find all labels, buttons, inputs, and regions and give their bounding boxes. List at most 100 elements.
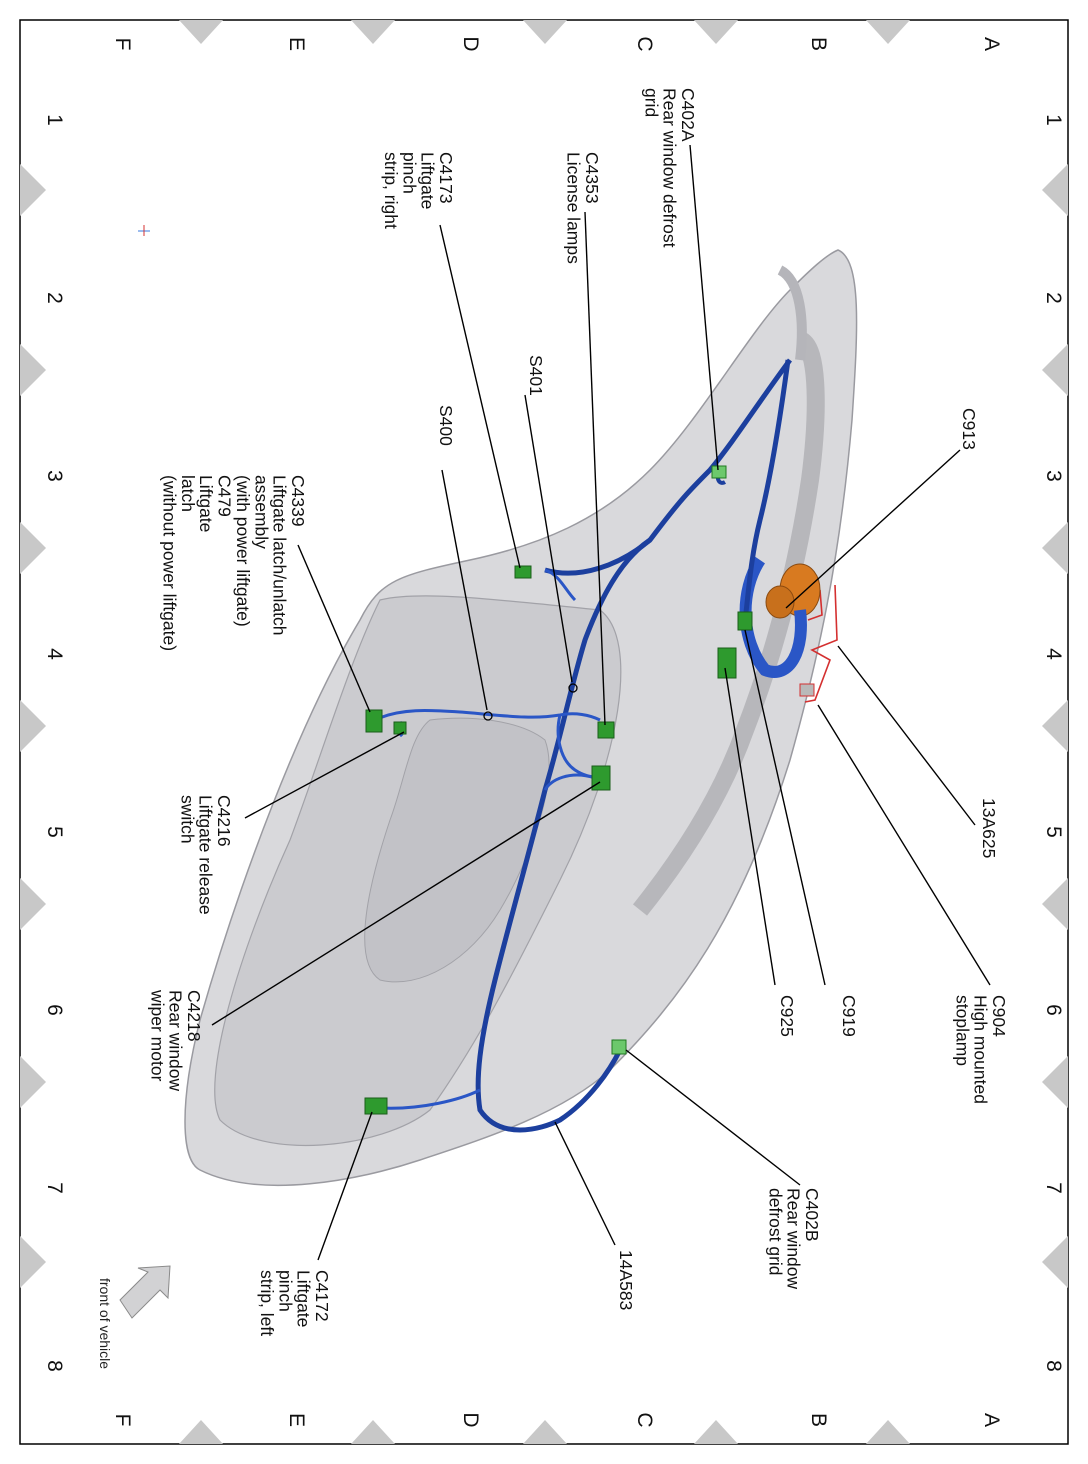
- 14a583-label-line: 14A583: [616, 1250, 636, 1310]
- c913-label: C913: [959, 408, 979, 450]
- leader-c4216: [244, 731, 405, 819]
- callout-c402b: C402BRear windowdefrost grid: [765, 1188, 822, 1290]
- c904-label-line: stoplamp: [952, 995, 972, 1066]
- leader-c4339: [297, 544, 371, 713]
- 13a625-label: 13A625: [979, 798, 999, 858]
- grid-row-label: A: [980, 1413, 1003, 1427]
- leader-c4172: [317, 1111, 373, 1261]
- harness-wiper-loop: [543, 773, 596, 791]
- leader-s400: [441, 469, 488, 711]
- origin-marker: [138, 225, 150, 236]
- harness-main-trunk: [475, 537, 652, 1133]
- s401-label-line: S401: [526, 355, 546, 396]
- harness-c4172-branch: [379, 1088, 481, 1110]
- leader-14a583: [554, 1121, 616, 1246]
- harness-upper-branch: [742, 359, 791, 621]
- grid-column-label: 2: [43, 292, 66, 304]
- grid-column-label: 5: [43, 826, 66, 838]
- c402a-label: C402ARear window defrostgrid: [641, 88, 698, 248]
- c4339-label-line: latch: [178, 475, 198, 512]
- grid-row-label: D: [459, 1412, 482, 1427]
- callout-s400: S400: [436, 405, 456, 446]
- liftgate-recess: [364, 717, 550, 983]
- c4172-label-line: Liftgate: [294, 1270, 314, 1327]
- 13a625-label-line: 13A625: [979, 798, 999, 858]
- grid-row-label: E: [285, 1413, 308, 1427]
- s400-label: S400: [436, 405, 456, 446]
- harness-latch-branch: [374, 708, 601, 722]
- c4173-label-line: strip, right: [381, 152, 401, 229]
- grid-row-label: A: [980, 37, 1003, 51]
- leader-c4353: [584, 211, 606, 726]
- c4353-connector: [597, 721, 615, 739]
- grid-row-label: F: [111, 1414, 134, 1427]
- c402b-connector: [611, 1039, 627, 1055]
- c402a-label-line: grid: [641, 88, 661, 117]
- grid-column-label: 8: [43, 1360, 66, 1372]
- callout-c919: C919: [839, 995, 859, 1037]
- liftgate-hinge-area: [777, 265, 807, 361]
- border-marker-right: [1042, 878, 1068, 930]
- grid-column-label: 1: [43, 114, 66, 126]
- grid-column-label: 8: [1042, 1360, 1065, 1372]
- c4173-label-line: pinch: [399, 152, 419, 194]
- c904-label-line: High mounted: [971, 995, 991, 1104]
- s400-label-line: S400: [436, 405, 456, 446]
- callout-c4353: C4353License lamps: [564, 152, 602, 264]
- grid-row-label: B: [807, 37, 830, 51]
- front-of-vehicle-indicator: front of vehicle: [97, 1265, 171, 1369]
- leader-c4173: [439, 224, 521, 569]
- 14a583-label: 14A583: [616, 1250, 636, 1310]
- c4216-label-line: C4216: [214, 795, 234, 847]
- wiring-harness-14a583: [374, 358, 793, 1133]
- front-of-vehicle-label: front of vehicle: [97, 1278, 113, 1369]
- border-marker-top: [351, 20, 395, 44]
- c4339-label-line: (without power liftgate): [159, 475, 179, 651]
- leader-c919: [744, 629, 826, 986]
- c402a-label-line: C402A: [678, 88, 698, 142]
- border-marker-top: [523, 20, 567, 44]
- grid-column-label: 4: [1042, 648, 1065, 660]
- c4339-connector: [365, 709, 383, 733]
- callout-labels: C402ARear window defrostgrid C4353Licens…: [147, 88, 1009, 1336]
- leader-13a625: [837, 645, 976, 826]
- border-marker-top: [866, 20, 910, 44]
- border-marker-top: [179, 20, 223, 44]
- s401-label: S401: [526, 355, 546, 396]
- c913-module-body: [765, 585, 795, 619]
- callout-c4339: C4339Liftgate latch/unlatchassembly(with…: [159, 475, 308, 651]
- c402a-label-line: Rear window defrost: [660, 88, 680, 248]
- c4173-label: C4173Liftgatepinchstrip, right: [381, 152, 456, 229]
- border-marker-left: [20, 522, 46, 574]
- grid-column-label: 2: [1042, 292, 1065, 304]
- callout-s401: S401: [526, 355, 546, 396]
- grid-column-label: 3: [1042, 470, 1065, 482]
- border-marker-right: [1042, 1056, 1068, 1108]
- c4172-label-line: C4172: [312, 1270, 332, 1322]
- grid-row-label: C: [633, 1412, 656, 1427]
- c4173-label-line: C4173: [436, 152, 456, 204]
- c402b-label-line: C402B: [802, 1188, 822, 1242]
- grid-column-label: 1: [1042, 114, 1065, 126]
- c4339-label: C4339Liftgate latch/unlatchassembly(with…: [159, 475, 308, 651]
- c4172-label: C4172Liftgatepinchstrip, left: [257, 1270, 332, 1336]
- grid-row-label: F: [111, 38, 134, 51]
- grid-row-label: E: [285, 37, 308, 51]
- c4339-label-line: C4339: [288, 475, 308, 527]
- c4216-label-line: switch: [177, 795, 197, 844]
- c4216-connector: [393, 721, 407, 735]
- c4216-label-line: Liftgate release: [196, 795, 216, 915]
- c4173-connector: [514, 565, 532, 579]
- c402b-label-line: Rear window: [784, 1188, 804, 1290]
- c4218-label-line: Rear window: [166, 990, 186, 1092]
- grid-column-label: 7: [1042, 1182, 1065, 1194]
- arrow-icon: [119, 1265, 171, 1319]
- c4218-connector: [591, 765, 611, 791]
- callout-c4173: C4173Liftgatepinchstrip, right: [381, 152, 456, 229]
- c4173-label-line: Liftgate: [418, 152, 438, 209]
- c4353-label-line: C4353: [582, 152, 602, 204]
- leader-c904: [817, 704, 991, 986]
- border-marker-right: [1042, 164, 1068, 216]
- c4218-label-line: wiper motor: [147, 989, 167, 1082]
